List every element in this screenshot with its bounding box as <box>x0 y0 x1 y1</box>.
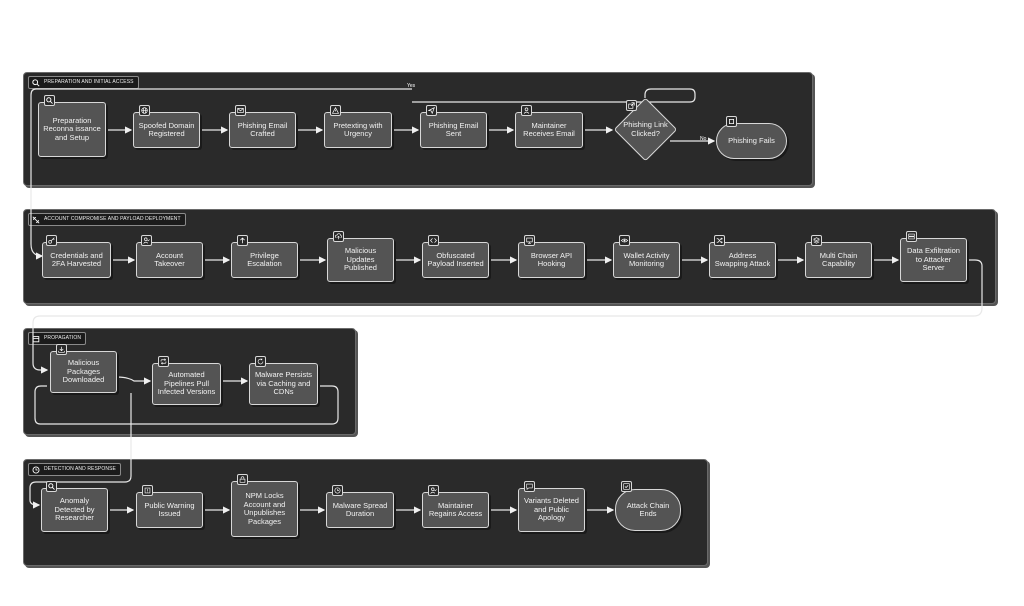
node-pretexting[interactable]: Pretexting with Urgency <box>324 112 392 148</box>
repeat-icon <box>158 356 169 367</box>
edge-label-no: No <box>700 136 707 142</box>
lane-title-text: PREPARATION AND INITIAL ACCESS <box>44 79 134 85</box>
node-phishing-email-sent[interactable]: Phishing Email Sent <box>420 112 487 148</box>
node-browser-api-hooking[interactable]: Browser API Hooking <box>518 242 585 278</box>
node-phishing-email-crafted[interactable]: Phishing Email Crafted <box>229 112 296 148</box>
arrow-up-icon <box>237 235 248 246</box>
download-icon <box>56 344 67 355</box>
node-account-takeover[interactable]: Account Takeover <box>136 242 203 278</box>
globe-icon <box>139 105 150 116</box>
clock-icon <box>32 466 40 474</box>
code-icon <box>428 235 439 246</box>
lane-title-text: PROPAGATION <box>44 335 82 341</box>
user-icon <box>521 105 532 116</box>
node-automated-pipelines[interactable]: Automated Pipelines Pull Infected Versio… <box>152 363 221 405</box>
clock-icon <box>332 485 343 496</box>
check-square-icon <box>621 481 632 492</box>
message-icon <box>524 481 535 492</box>
node-wallet-activity-monitoring[interactable]: Wallet Activity Monitoring <box>613 242 680 278</box>
eye-icon <box>619 235 630 246</box>
node-malware-persists[interactable]: Malware Persists via Caching and CDNs <box>249 363 318 405</box>
lock-icon <box>237 474 248 485</box>
node-reconnaissance[interactable]: Preparation Reconna issance and Setup <box>38 102 106 157</box>
node-data-exfiltration[interactable]: Data Exfiltration to Attacker Server <box>900 238 967 282</box>
lane-title: PREPARATION AND INITIAL ACCESS <box>28 76 139 89</box>
lane-title: ACCOUNT COMPROMISE AND PAYLOAD DEPLOYMEN… <box>28 213 186 226</box>
node-address-swapping-attack[interactable]: Address Swapping Attack <box>709 242 776 278</box>
search-icon <box>46 481 57 492</box>
node-malicious-packages-downloaded[interactable]: Malicious Packages Downloaded <box>50 351 117 393</box>
node-maintainer-receives-email[interactable]: Maintainer Receives Email <box>515 112 583 148</box>
node-malicious-updates-published[interactable]: Malicious Updates Published <box>327 238 394 282</box>
user-check-icon <box>428 485 439 496</box>
node-obfuscated-payload[interactable]: Obfuscated Payload Inserted <box>422 242 489 278</box>
lane-title: DETECTION AND RESPONSE <box>28 463 121 476</box>
upload-icon <box>333 231 344 242</box>
decision-phishing-link-clicked[interactable]: Phishing Link Clicked? <box>612 96 679 163</box>
layers-icon <box>811 235 822 246</box>
refresh-icon <box>255 356 266 367</box>
node-credentials-harvested[interactable]: Credentials and 2FA Harvested <box>42 242 111 278</box>
alert-icon <box>142 485 153 496</box>
node-attack-chain-ends[interactable]: Attack Chain Ends <box>615 489 681 531</box>
shuffle-icon <box>714 235 725 246</box>
search-icon <box>32 79 40 87</box>
package-icon <box>32 336 40 343</box>
send-icon <box>426 105 437 116</box>
monitor-icon <box>524 235 535 246</box>
search-icon <box>44 95 55 106</box>
edge-label-yes: Yes <box>407 83 416 89</box>
mail-icon <box>235 105 246 116</box>
decision-label: Phishing Link Clicked? <box>623 120 668 138</box>
node-variants-deleted[interactable]: Variants Deleted and Public Apology <box>518 488 585 532</box>
lane-title-text: DETECTION AND RESPONSE <box>44 466 116 472</box>
node-spoofed-domain[interactable]: Spoofed Domain Registered <box>133 112 200 148</box>
node-maintainer-regains-access[interactable]: Maintainer Regains Access <box>422 492 489 528</box>
node-public-warning-issued[interactable]: Public Warning Issued <box>136 492 203 528</box>
stop-icon <box>726 116 737 127</box>
key-icon <box>46 235 57 246</box>
node-multi-chain-capability[interactable]: Multi Chain Capability <box>805 242 872 278</box>
unlink-icon <box>32 216 40 224</box>
node-npm-locks-account[interactable]: NPM Locks Account and Unpublishes Packag… <box>231 481 298 537</box>
node-malware-spread-duration[interactable]: Malware Spread Duration <box>326 492 394 528</box>
user-check-icon <box>141 235 152 246</box>
server-icon <box>906 231 917 242</box>
node-phishing-fails[interactable]: Phishing Fails <box>716 123 787 159</box>
node-anomaly-detected[interactable]: Anomaly Detected by Researcher <box>41 488 108 532</box>
lane-title-text: ACCOUNT COMPROMISE AND PAYLOAD DEPLOYMEN… <box>44 216 181 222</box>
node-privilege-escalation[interactable]: Privilege Escalation <box>231 242 298 278</box>
warning-icon <box>330 105 341 116</box>
external-link-icon <box>626 100 637 111</box>
